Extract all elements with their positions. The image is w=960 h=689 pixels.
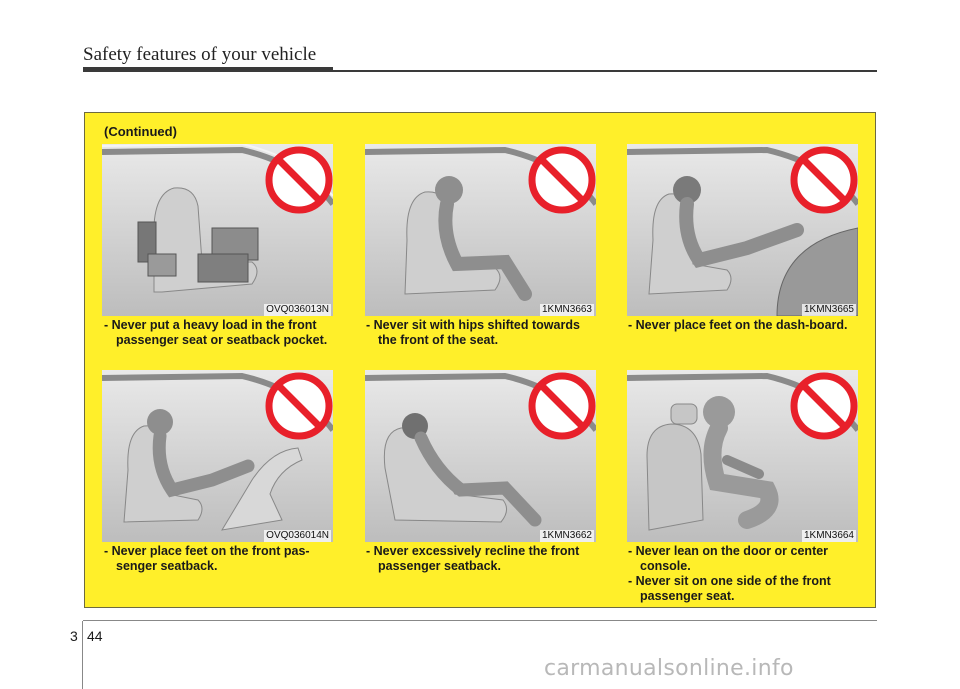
section-number: 3 <box>70 628 78 644</box>
caption-heavy-load: - Never put a heavy load in the front pa… <box>104 318 340 348</box>
illustration-feet-on-dashboard <box>627 144 858 316</box>
illustration-reclined-seatback <box>365 370 596 542</box>
header-rule-thick <box>83 67 333 72</box>
figure-reclined-seatback: 1KMN3662 <box>365 370 596 542</box>
figure-heavy-load: OVQ036013N <box>102 144 333 316</box>
figure-code: 1KMN3663 <box>539 304 594 316</box>
figure-code: 1KMN3665 <box>801 304 856 316</box>
figure-code: 1KMN3662 <box>539 530 594 542</box>
figure-leaning-on-console: 1KMN3664 <box>627 370 858 542</box>
caption-leaning-on-console: - Never lean on the door or center conso… <box>628 544 864 604</box>
caption-line: - Never lean on the door or center conso… <box>628 544 829 573</box>
caption-hips-shifted: - Never sit with hips shifted towards th… <box>366 318 602 348</box>
figure-code: OVQ036014N <box>264 530 331 542</box>
illustration-leaning-on-console <box>627 370 858 542</box>
page-number: 44 <box>87 628 103 644</box>
caption-line: - Never sit with hips shifted towards th… <box>366 318 580 347</box>
caption-line: - Never place feet on the dash-board. <box>628 318 848 332</box>
caption-line: - Never sit on one side of the front pas… <box>628 574 831 603</box>
caption-reclined-seatback: - Never excessively recline the front pa… <box>366 544 602 574</box>
illustration-feet-on-seatback <box>102 370 333 542</box>
illustration-heavy-load <box>102 144 333 316</box>
illustration-hips-shifted <box>365 144 596 316</box>
footer-divider <box>82 621 83 689</box>
caption-feet-on-seatback: - Never place feet on the front pas-seng… <box>104 544 340 574</box>
caption-line: - Never excessively recline the front pa… <box>366 544 580 573</box>
figure-feet-on-seatback: OVQ036014N <box>102 370 333 542</box>
footer-rule <box>83 620 877 621</box>
page-header-title: Safety features of your vehicle <box>83 44 317 65</box>
watermark-text: carmanualsonline.info <box>544 656 794 681</box>
caption-line: - Never put a heavy load in the front pa… <box>104 318 328 347</box>
figure-feet-on-dashboard: 1KMN3665 <box>627 144 858 316</box>
figure-code: 1KMN3664 <box>801 530 856 542</box>
caption-line: - Never place feet on the front pas-seng… <box>104 544 310 573</box>
continued-label: (Continued) <box>104 124 177 139</box>
header-rule-thin <box>333 70 877 72</box>
figure-code: OVQ036013N <box>264 304 331 316</box>
caption-feet-on-dashboard: - Never place feet on the dash-board. <box>628 318 864 333</box>
figure-hips-shifted: 1KMN3663 <box>365 144 596 316</box>
